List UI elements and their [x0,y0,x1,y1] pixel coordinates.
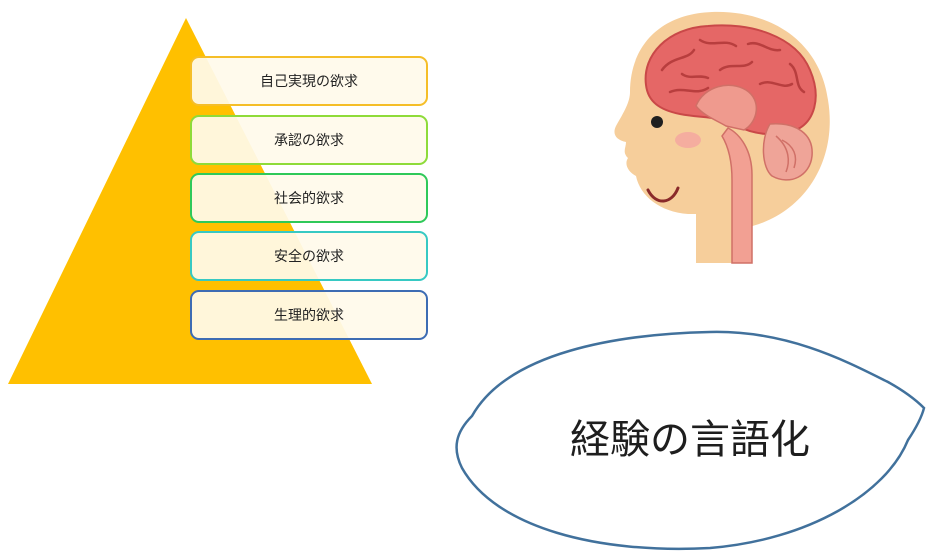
level-label: 自己実現の欲求 [260,74,358,90]
level-label: 社会的欲求 [274,191,344,207]
level-safety: 安全の欲求 [190,231,428,281]
level-social: 社会的欲求 [190,173,428,223]
bubble-text: 経験の言語化 [570,417,810,463]
level-esteem: 承認の欲求 [190,115,428,165]
level-label: 安全の欲求 [274,249,344,265]
head-brain-icon [614,11,830,264]
level-self-actualization: 自己実現の欲求 [190,56,428,106]
level-physiological: 生理的欲求 [190,290,428,340]
level-label: 承認の欲求 [274,133,344,149]
level-label: 生理的欲求 [274,308,344,324]
speech-bubble [455,330,926,551]
